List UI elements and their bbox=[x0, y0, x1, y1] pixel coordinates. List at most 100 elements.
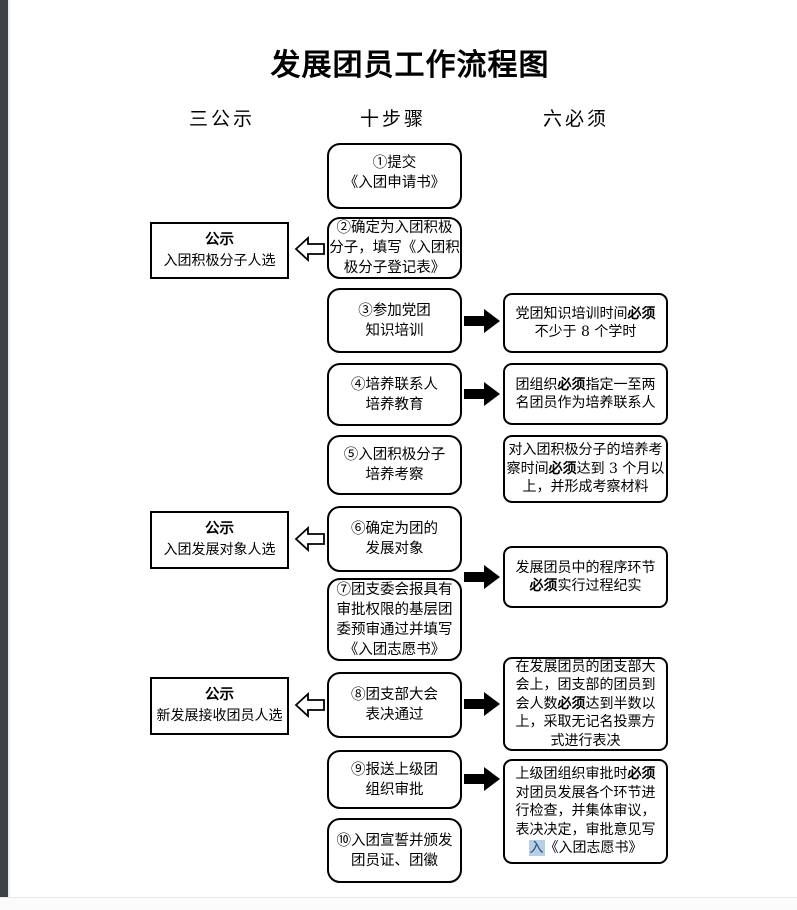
text-line: 入《入团志愿书》 bbox=[528, 839, 643, 858]
text-line: 党团知识培训时间必须 bbox=[516, 305, 656, 324]
text-line: 名团员作为培养联系人 bbox=[516, 394, 656, 413]
text-segment: 名团员作为培养联系人 bbox=[515, 395, 656, 411]
must-box-4: 发展团员中的程序环节必须实行过程纪实 bbox=[503, 546, 668, 608]
text-segment: 对入团积极分子的培养考 bbox=[508, 442, 663, 459]
text-line: 会人数必须达到半数以 bbox=[516, 695, 656, 714]
text-segment: 分子，填写《入团积 bbox=[329, 240, 460, 256]
text-segment: 培养教育 bbox=[365, 396, 424, 413]
text-line: 极分子登记表》 bbox=[344, 258, 446, 278]
step-box-8: ⑧团支部大会表决通过 bbox=[327, 672, 462, 738]
text-line: 《入团志愿书》 bbox=[344, 640, 446, 660]
text-segment: 察时间 bbox=[506, 460, 549, 477]
text-segment: ⑤入团积极分子 bbox=[343, 447, 446, 463]
text-line: 上级团组织审批时必须 bbox=[516, 765, 656, 784]
publicity-title: 公示 bbox=[205, 687, 234, 703]
text-line: 必须实行过程纪实 bbox=[530, 577, 642, 596]
text-segment: 极分子登记表》 bbox=[343, 260, 446, 276]
text-segment: 审批权限的基层团 bbox=[336, 601, 453, 618]
text-segment: 知识培训 bbox=[365, 322, 424, 339]
text-segment: ①提交 bbox=[372, 155, 417, 171]
publicity-box-1: 公示 入团积极分子人选 bbox=[150, 222, 289, 279]
text-line: ①提交 bbox=[373, 153, 417, 173]
text-segment: 培养考察 bbox=[365, 467, 424, 483]
publicity-box-3: 公示 新发展接收团员人选 bbox=[150, 677, 289, 735]
right-arrow-icon bbox=[464, 692, 500, 716]
text-segment: 会人数 bbox=[515, 695, 558, 712]
text-line: 审批权限的基层团 bbox=[337, 600, 453, 620]
text-segment: ⑩入团宣誓并颁发 bbox=[336, 832, 453, 849]
text-line: 对团员发展各个环节进 bbox=[516, 784, 656, 803]
column-header-publicity: 三公示 bbox=[188, 108, 255, 130]
text-line: 组织审批 bbox=[366, 780, 424, 800]
bold-keyword: 必须 bbox=[627, 766, 656, 783]
publicity-box-2: 公示 入团发展对象人选 bbox=[150, 511, 289, 569]
publicity-title: 公示 bbox=[205, 521, 234, 537]
text-line: 不少于 8 个学时 bbox=[535, 323, 637, 342]
text-line: 团组织必须指定一至两 bbox=[516, 376, 656, 395]
text-line: ②确定为入团积极 bbox=[337, 218, 453, 238]
text-segment: ③参加党团 bbox=[358, 302, 431, 319]
text-segment: 《入团申请书》 bbox=[343, 175, 446, 191]
text-segment: 上，并形成考察材料 bbox=[522, 479, 649, 496]
bold-keyword: 必须 bbox=[529, 578, 558, 594]
publicity-text: 入团积极分子人选 bbox=[163, 252, 276, 269]
step-box-6: ⑥确定为团的发展对象 bbox=[327, 506, 462, 572]
text-segment: 上级团组织审批时 bbox=[515, 766, 628, 783]
step-box-7: ⑦团支委会报具有审批权限的基层团委预审通过并填写《入团志愿书》 bbox=[327, 578, 462, 661]
step-box-2: ②确定为入团积极分子，填写《入团积极分子登记表》 bbox=[327, 217, 462, 279]
text-segment: 团员证、团徽 bbox=[351, 852, 438, 869]
text-segment: ⑧团支部大会 bbox=[351, 687, 438, 703]
must-box-1: 党团知识培训时间必须不少于 8 个学时 bbox=[503, 293, 668, 353]
text-segment: 行检查，并集体审议， bbox=[515, 803, 656, 820]
text-segment: 式进行表决 bbox=[550, 732, 621, 749]
text-line: 《入团申请书》 bbox=[344, 173, 446, 193]
text-segment: 达到半数以 bbox=[585, 695, 656, 712]
page-left-divider bbox=[8, 0, 10, 897]
text-line: 察时间必须达到 3 个月以 bbox=[507, 460, 665, 479]
text-segment: ⑦团支委会报具有 bbox=[336, 581, 453, 598]
text-line: 分子，填写《入团积 bbox=[329, 238, 460, 258]
text-segment: 团组织 bbox=[515, 376, 558, 393]
left-hollow-arrow-icon bbox=[294, 691, 325, 719]
text-line: 发展团员中的程序环节 bbox=[516, 559, 656, 578]
text-line: 表决决定，审批意见写 bbox=[516, 821, 656, 840]
window-left-edge bbox=[0, 0, 8, 897]
right-arrow-icon bbox=[464, 382, 500, 406]
text-segment: 表决通过 bbox=[365, 707, 424, 723]
bold-keyword: 必须 bbox=[557, 376, 586, 393]
text-segment: 《入团志愿书》 bbox=[343, 641, 446, 658]
text-segment: 实行过程纪实 bbox=[557, 578, 642, 594]
text-line: 发展对象 bbox=[366, 539, 424, 559]
step-box-9: ⑨报送上级团组织审批 bbox=[327, 750, 462, 809]
text-line: ⑩入团宣誓并颁发 bbox=[337, 831, 453, 851]
text-line: 会上，团支部的团员到 bbox=[516, 676, 656, 695]
text-line: 在发展团员的团支部大 bbox=[516, 658, 656, 677]
page-bottom-margin bbox=[0, 897, 797, 910]
text-segment: 上，采取无记名投票方 bbox=[515, 714, 656, 731]
bold-keyword: 必须 bbox=[627, 305, 656, 322]
must-box-6: 上级团组织审批时必须对团员发展各个环节进行检查，并集体审议，表决决定，审批意见写… bbox=[503, 759, 668, 864]
text-segment: 发展团员中的程序环节 bbox=[515, 559, 656, 576]
text-line: ④培养联系人 bbox=[351, 375, 438, 395]
right-arrow-icon bbox=[464, 565, 500, 589]
text-line: ③参加党团 bbox=[358, 301, 431, 321]
right-arrow-icon bbox=[464, 767, 500, 791]
text-line: 表决通过 bbox=[366, 705, 424, 725]
text-segment: ④培养联系人 bbox=[351, 376, 438, 393]
text-segment: 不少于 8 个学时 bbox=[534, 324, 637, 340]
text-line: 知识培训 bbox=[366, 321, 424, 341]
text-segment: 达到 3 个月以 bbox=[576, 460, 665, 477]
text-segment: 在发展团员的团支部大 bbox=[515, 658, 656, 675]
text-line: 对入团积极分子的培养考 bbox=[509, 441, 663, 460]
publicity-title: 公示 bbox=[205, 231, 234, 248]
left-hollow-arrow-icon bbox=[294, 235, 325, 263]
column-header-musts: 六必须 bbox=[542, 108, 609, 130]
must-box-3: 对入团积极分子的培养考察时间必须达到 3 个月以上，并形成考察材料 bbox=[503, 435, 668, 503]
text-segment: ⑨报送上级团 bbox=[351, 761, 438, 778]
text-segment: 发展对象 bbox=[365, 541, 424, 557]
text-segment: 表决决定，审批意见写 bbox=[515, 821, 656, 838]
text-segment: 会上，团支部的团员到 bbox=[515, 677, 656, 694]
text-line: 团员证、团徽 bbox=[351, 851, 438, 871]
step-box-1: ①提交《入团申请书》 bbox=[327, 143, 462, 209]
